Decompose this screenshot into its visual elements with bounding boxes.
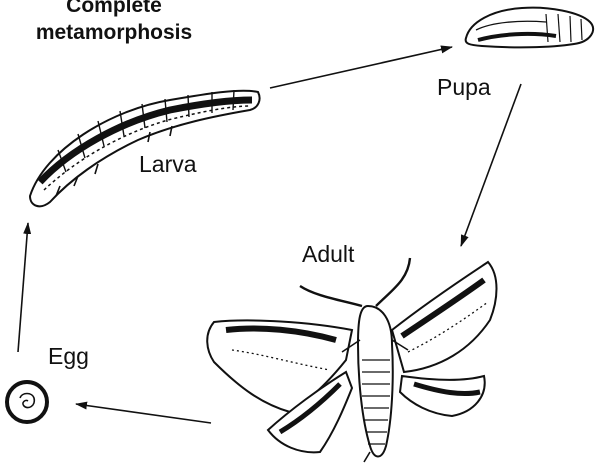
label-larva: Larva — [139, 151, 197, 177]
arrow-pupa-to-adult — [461, 84, 521, 246]
label-adult: Adult — [302, 241, 354, 267]
pupa-drawing — [466, 8, 594, 48]
moth-drawing — [207, 258, 496, 462]
label-egg: Egg — [48, 343, 89, 369]
arrow-egg-to-larva — [18, 223, 28, 352]
label-pupa: Pupa — [437, 74, 491, 100]
larva-drawing — [30, 90, 260, 206]
arrow-larva-to-pupa — [270, 47, 452, 88]
egg-drawing — [7, 382, 47, 422]
arrow-adult-to-egg — [76, 404, 211, 423]
